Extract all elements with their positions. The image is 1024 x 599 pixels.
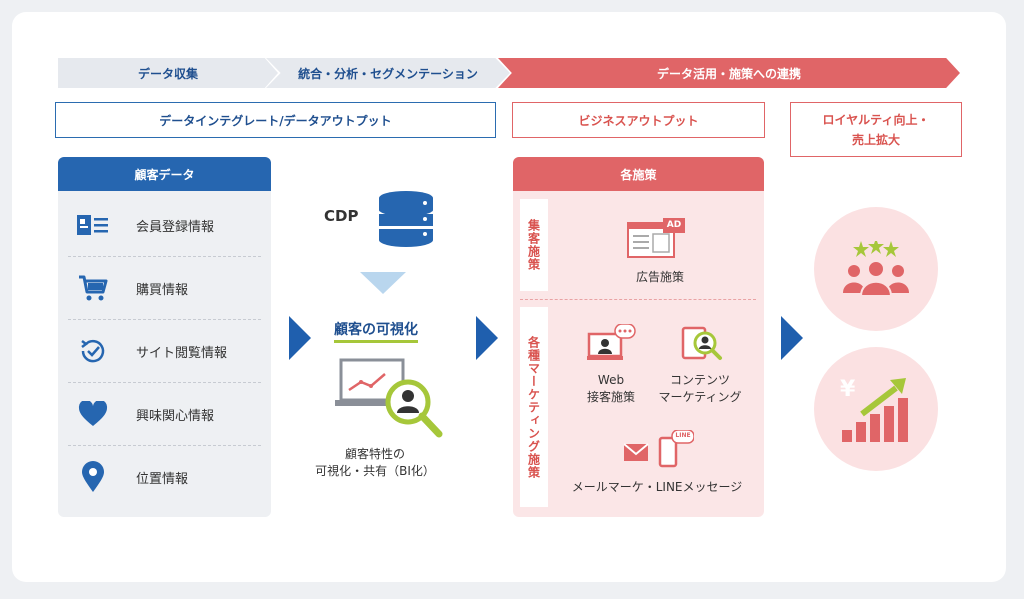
divider [520,299,756,300]
ad-browser-icon [627,218,685,258]
content-line2: マーケティング [658,390,742,404]
web-line2: 接客施策 [586,390,635,404]
divider [68,256,261,257]
content-search-icon [681,326,722,360]
list-item-label: 購買情報 [136,282,189,298]
list-item-label: 会員登録情報 [136,219,215,235]
cdp-label: CDP [324,207,359,225]
stage-data-collection: データ収集 [58,58,278,88]
bi-analytics-icon [335,358,443,438]
visualize-desc: 顧客特性の 可視化・共有（BI化） [300,446,450,480]
loyalty-header: ロイヤルティ向上・ 売上拡大 [790,102,962,157]
web-chat-icon [587,324,636,360]
list-item: 興味関心情報 [68,384,261,444]
content-line1: コンテンツ [669,373,730,387]
measures-title: 各施策 [513,157,764,191]
list-item: 位置情報 [68,447,261,507]
attract-measures-label: 集客施策 [520,199,548,291]
list-item-label: 興味関心情報 [136,408,215,424]
divider [68,319,261,320]
loyalty-header-line1: ロイヤルティ向上・ [822,112,930,127]
customer-data-panel: 顧客データ 会員登録情報 購買情報 [58,157,271,517]
loyalty-circle [814,207,938,331]
stage-integration-analysis: 統合・分析・セグメンテーション [266,58,510,88]
flow-arrow [289,316,311,360]
shopping-cart-icon [79,275,108,301]
id-card-icon [77,215,108,235]
content-marketing-label: コンテンツ マーケティング [655,372,745,406]
flow-arrow [476,316,498,360]
integrate-header: データインテグレート/データアウトプット [55,102,496,138]
list-item-label: サイト閲覧情報 [136,345,228,361]
customer-data-title: 顧客データ [58,157,271,191]
ad-measures-label: 広告施策 [635,270,684,284]
list-item: サイト閲覧情報 [68,321,261,381]
business-output-header: ビジネスアウトプット [512,102,765,138]
divider [68,445,261,446]
divider [68,382,261,383]
line-badge: LINE [675,432,691,439]
list-item: 購買情報 [68,258,261,318]
visualize-desc-line1: 顧客特性の [344,447,405,461]
stage-data-utilization: データ活用・施策への連携 [498,58,960,88]
flow-arrow [781,316,803,360]
web-measures-label: Web 接客施策 [566,372,656,406]
marketing-measures-label: 各種マーケティング施策 [520,307,548,507]
svg-text:¥: ¥ [840,377,856,402]
mail-line-label: メールマーケ・LINEメッセージ [571,480,743,494]
mail-line-icon [624,430,694,468]
ad-badge: AD [666,220,682,230]
sales-growth-icon: ¥ [840,377,908,442]
database-icon [378,191,434,247]
customers-stars-icon [843,241,909,297]
list-item-label: 位置情報 [136,471,189,487]
list-item: 会員登録情報 [68,195,261,255]
history-clock-icon [81,339,105,363]
heart-icon [78,401,108,426]
down-arrow-icon [360,272,406,294]
sales-circle: ¥ [814,347,938,471]
loyalty-header-line2: 売上拡大 [851,132,900,147]
visualize-desc-line2: 可視化・共有（BI化） [315,464,435,478]
visualize-title: 顧客の可視化 [334,319,418,343]
location-pin-icon [82,461,104,492]
web-line1: Web [597,373,625,387]
